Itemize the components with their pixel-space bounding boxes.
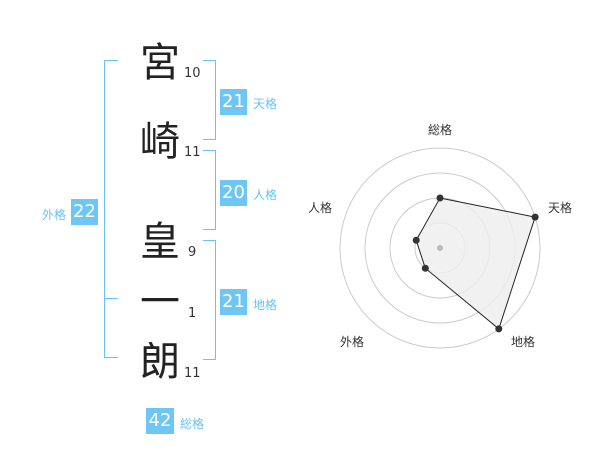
stroke-count-1: 10 (184, 66, 201, 81)
radar-label-tenkaku: 天格 (548, 200, 572, 215)
tenkaku-value: 21 (220, 89, 247, 115)
radar-label-soukaku: 総格 (428, 122, 452, 137)
jinkaku-value: 20 (220, 180, 247, 206)
chikaku-label: 地格 (253, 298, 278, 312)
name-char-2: 崎 (140, 119, 180, 165)
name-char-4: 一 (140, 279, 180, 325)
tenkaku-label: 天格 (253, 97, 278, 111)
gaikaku-label: 外格 (42, 208, 67, 222)
radar-point-0 (436, 194, 444, 202)
stroke-count-3: 9 (188, 245, 197, 260)
radar-center-dot (437, 245, 443, 251)
gaikaku-bracket-mid (104, 298, 118, 299)
jinkaku-label: 人格 (253, 188, 278, 202)
jinkaku-bracket (203, 150, 216, 230)
chikaku-value: 21 (220, 289, 247, 315)
radar-label-jinkaku: 人格 (308, 200, 332, 215)
soukaku-label: 総格 (180, 417, 205, 431)
gaikaku-bracket (104, 60, 118, 358)
tenkaku-bracket (203, 60, 216, 140)
chikaku-bracket (203, 240, 216, 360)
stroke-count-2: 11 (184, 145, 201, 160)
soukaku-value: 42 (146, 408, 174, 434)
radar-point-4 (412, 236, 420, 244)
gaikaku-value: 22 (71, 199, 98, 225)
stroke-count-5: 11 (184, 366, 201, 381)
radar-ring-4 (339, 147, 541, 349)
radar-point-2 (495, 325, 503, 333)
radar-point-3 (421, 264, 429, 272)
radar-label-gaikaku: 外格 (340, 334, 364, 349)
name-char-3: 皇 (140, 219, 180, 265)
radar-point-1 (531, 213, 539, 221)
radar-label-chikaku: 地格 (511, 334, 535, 349)
name-char-1: 宮 (140, 40, 180, 86)
stroke-count-4: 1 (188, 306, 197, 321)
name-char-5: 朗 (140, 339, 180, 385)
radar-shape (415, 197, 536, 330)
